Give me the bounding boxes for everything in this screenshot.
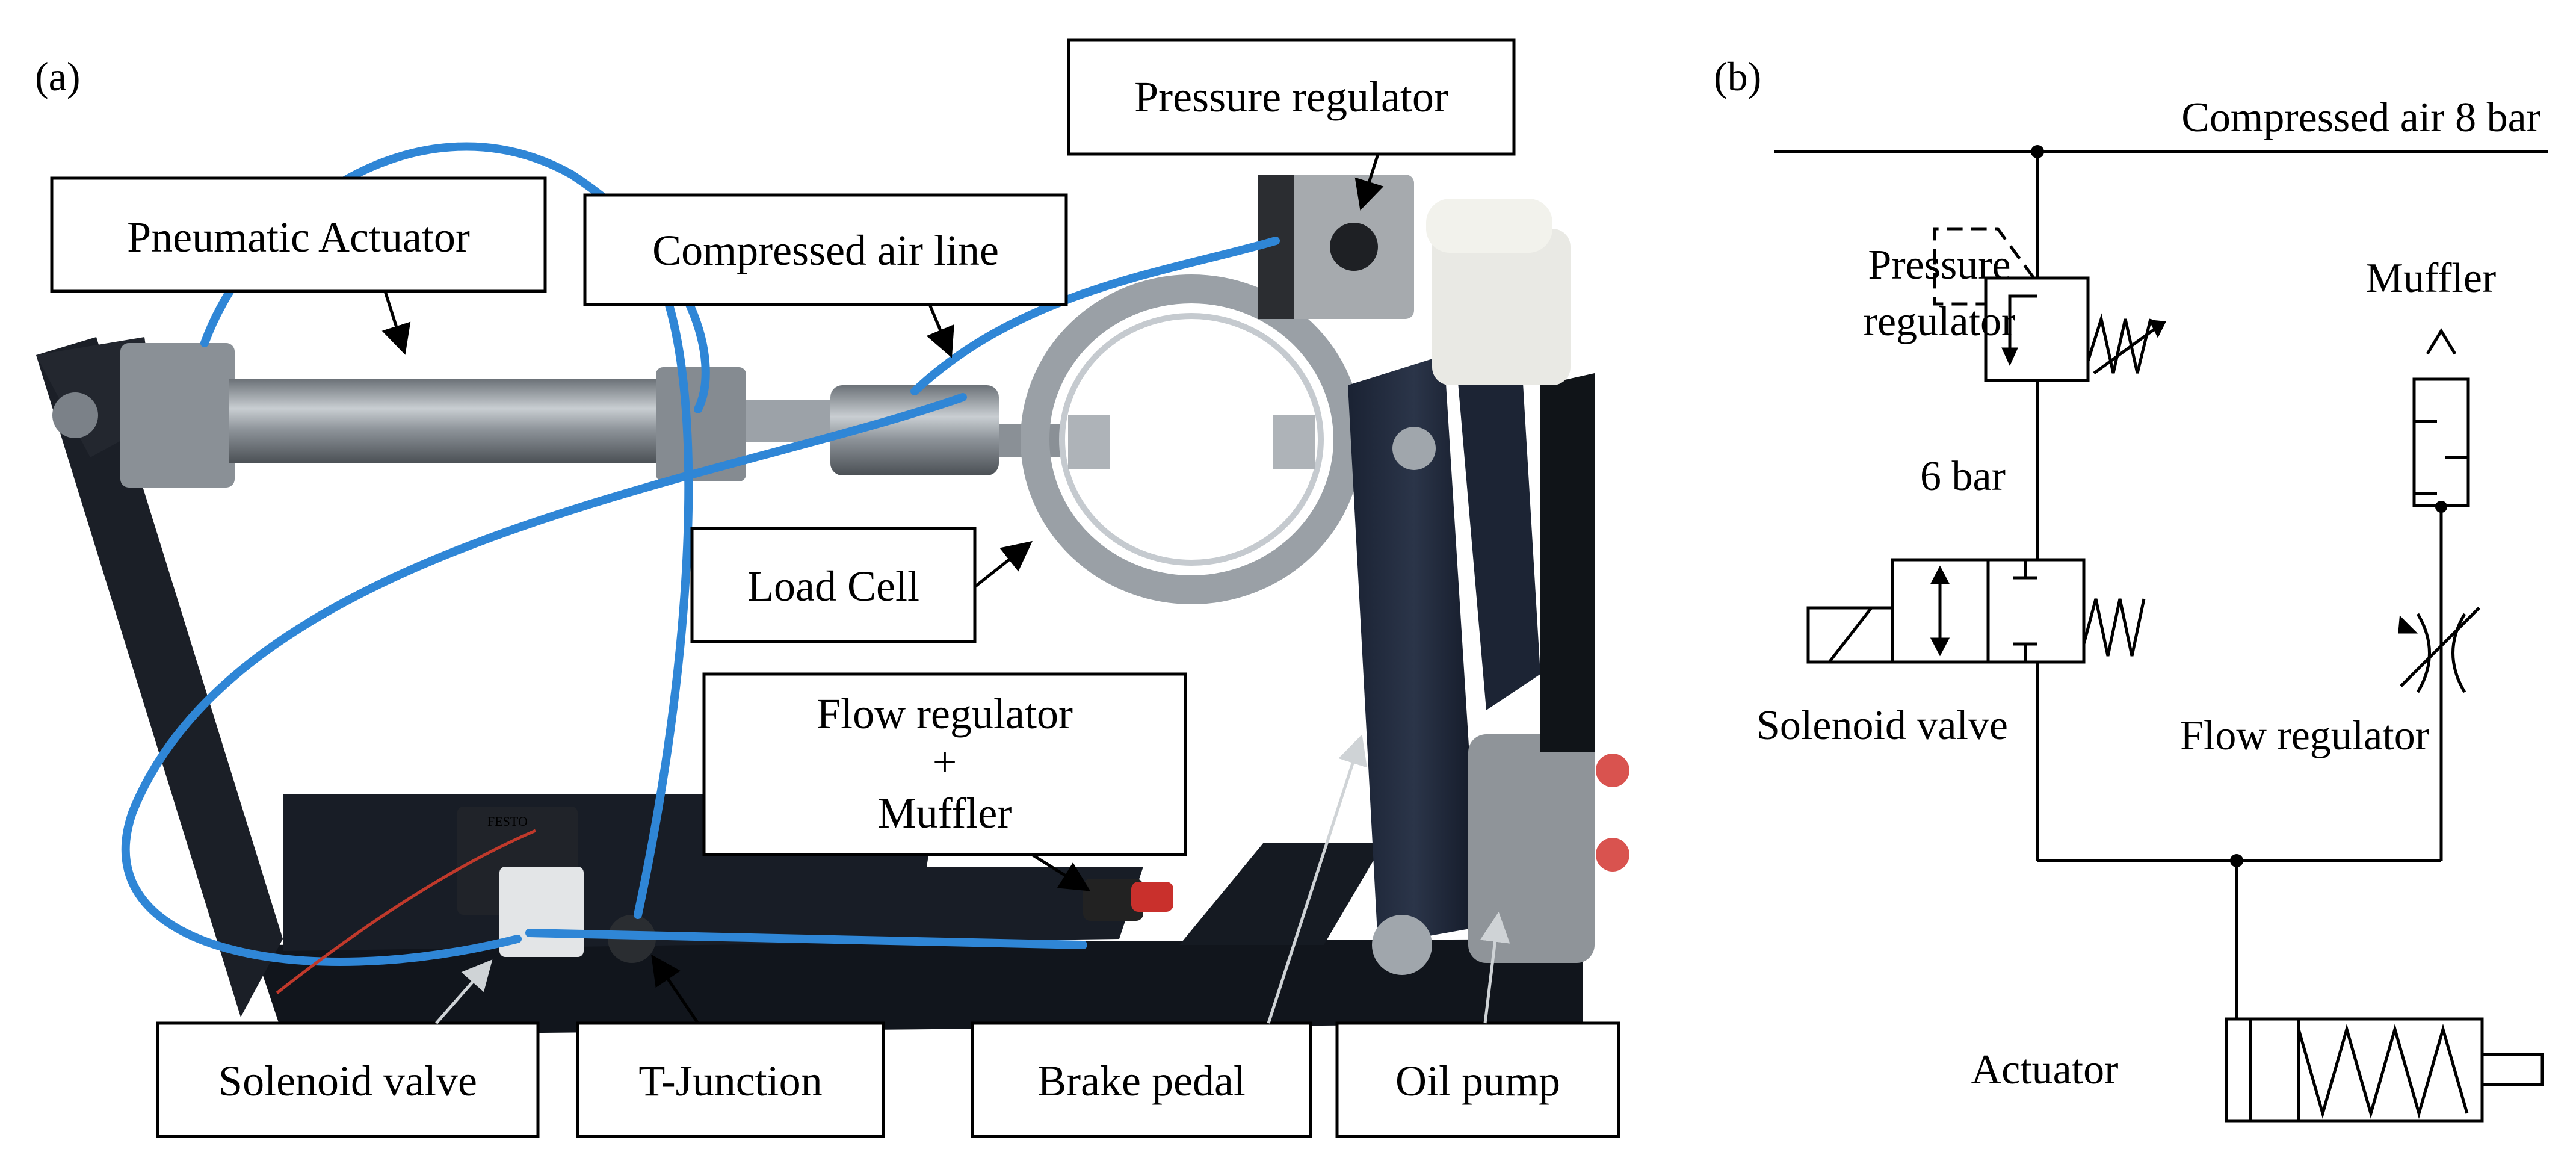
flow-regulator-plus: + — [933, 738, 957, 786]
oil-pump-label: Oil pump — [1395, 1057, 1560, 1105]
compressed-air-line-label: Compressed air line — [652, 226, 999, 274]
callout-t-junction: T-Junction — [576, 954, 885, 1138]
actuator-barrel — [229, 379, 674, 463]
solenoid-valve-symbol: Solenoid valve — [1756, 558, 2146, 861]
signal-wire — [276, 829, 536, 994]
solenoid-valve-label: Solenoid valve — [218, 1057, 477, 1105]
base-rail — [253, 939, 1583, 1035]
brake-pedal-arrow — [1267, 734, 1367, 1024]
pneumatic-actuator-arrow — [381, 291, 411, 355]
panel-a: (a) — [35, 38, 1629, 1138]
oil-pump-arrow — [1480, 912, 1510, 1024]
brake-pedal-label: Brake pedal — [1037, 1057, 1246, 1105]
pressure-regulator-label: Pressure regulator — [1134, 73, 1448, 121]
actuator-rod — [746, 400, 830, 442]
flow-regulator-arrow — [1031, 853, 1091, 891]
t-junction-label: T-Junction — [638, 1057, 822, 1105]
t-junction-arrow — [651, 954, 700, 1024]
muffler-flow-regulator-symbol: Muffler Flow regulator — [2037, 255, 2496, 867]
wedge-block — [1179, 843, 1384, 945]
compressed-air-line-arrow — [926, 304, 954, 358]
muffler-schematic-label: Muffler — [2366, 255, 2496, 302]
pressure-regulator-label-line1: Pressure — [1868, 242, 2010, 288]
load-cell-arrow — [974, 540, 1033, 588]
actuator-front-cap — [656, 367, 746, 481]
load-cell-label: Load Cell — [747, 562, 919, 610]
valve-brand-text: FESTO — [487, 814, 528, 829]
pressure-regulator-symbol: Pressure regulator 6 bar — [1864, 152, 2166, 560]
flow-regulator-label: Flow regulator — [817, 690, 1073, 738]
flow-regulator-device — [1083, 879, 1143, 921]
pressure-regulator-label-line2: regulator — [1864, 299, 2016, 345]
actuator-end-cap — [120, 343, 235, 488]
callout-pneumatic-actuator: Pneumatic Actuator — [50, 176, 547, 355]
oil-pump-body — [1426, 199, 1629, 963]
muffler-label: Muffler — [878, 789, 1012, 837]
panel-a-tag: (a) — [35, 54, 80, 99]
actuator-schematic-label: Actuator — [1971, 1047, 2119, 1093]
ring-load-cell — [1021, 274, 1362, 604]
callout-load-cell: Load Cell — [690, 527, 1033, 643]
flow-regulator-schematic-label: Flow regulator — [2180, 713, 2429, 759]
pressure-regulator-arrow — [1354, 153, 1384, 211]
callout-brake-pedal: Brake pedal — [971, 734, 1367, 1138]
panel-b-tag: (b) — [1714, 54, 1761, 99]
callout-pressure-regulator: Pressure regulator — [1067, 38, 1516, 211]
frame-leg — [36, 337, 283, 1017]
callout-oil-pump: Oil pump — [1335, 912, 1620, 1138]
actuator-symbol: Actuator — [1971, 861, 2544, 1123]
supply-label: Compressed air 8 bar — [2181, 94, 2540, 141]
oil-reservoir — [1432, 229, 1571, 385]
callout-compressed-air-line: Compressed air line — [583, 193, 1068, 358]
pneumatic-actuator — [120, 343, 1065, 488]
brake-pedal-arm — [1348, 355, 1540, 975]
panel-b: (b) Compressed air 8 bar Pressure regula… — [1714, 54, 2548, 1123]
reservoir-cap — [1426, 199, 1552, 253]
test-rig-illustration: FESTO — [36, 142, 1629, 1035]
clevis-pin — [52, 392, 98, 438]
set-pressure-label: 6 bar — [1920, 453, 2006, 500]
pneumatic-actuator-label: Pneumatic Actuator — [127, 213, 470, 261]
solenoid-valve-arrow — [435, 959, 493, 1024]
callout-flow-regulator-muffler: Flow regulator + Muffler — [702, 672, 1187, 891]
solenoid-valve-schematic-label: Solenoid valve — [1756, 702, 2008, 749]
load-cell-coupling — [830, 385, 999, 475]
pressure-regulator-device — [1258, 175, 1414, 319]
callout-solenoid-valve: Solenoid valve — [156, 959, 540, 1138]
flow-regulator-valve-handle — [1131, 882, 1173, 912]
